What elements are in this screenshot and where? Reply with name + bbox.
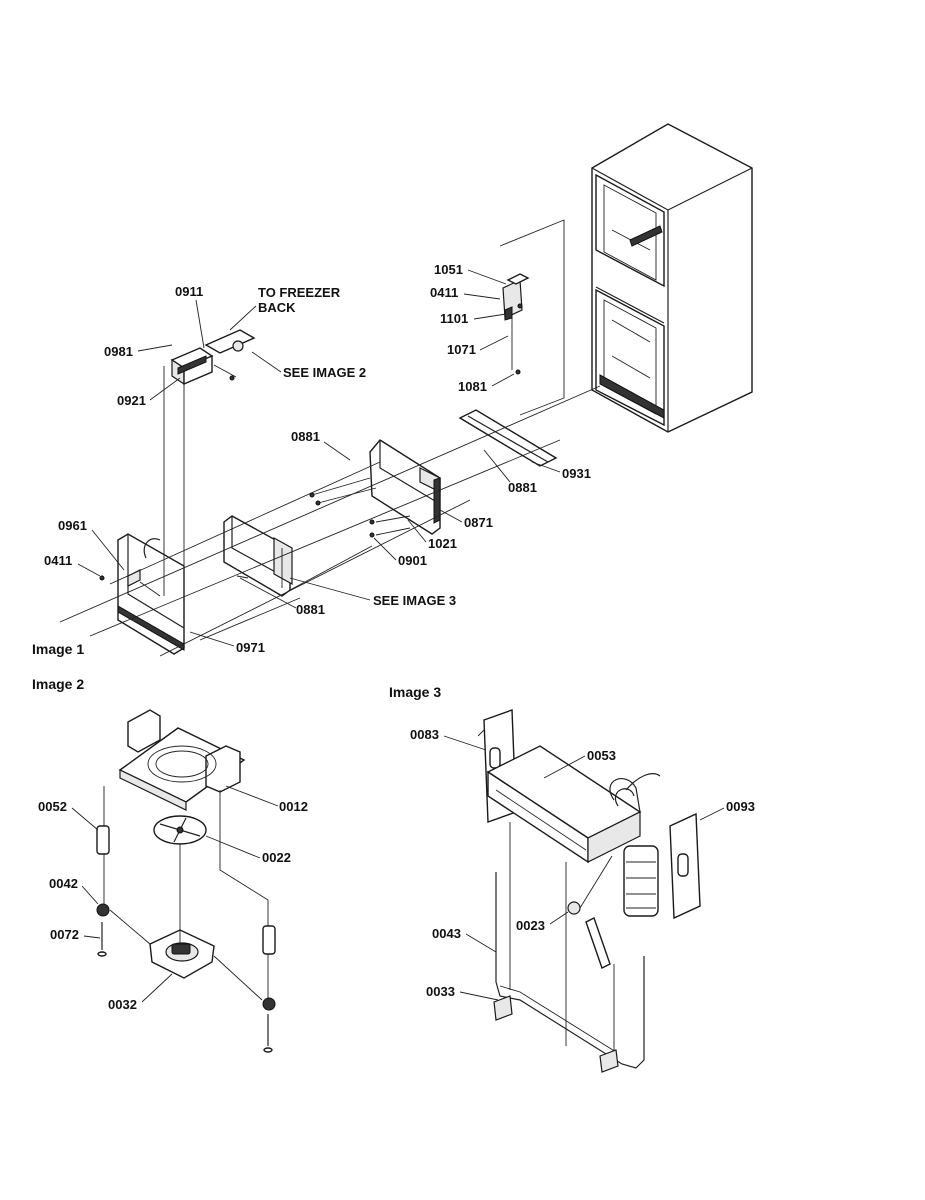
front-panel-0961: [117, 533, 185, 655]
back-panel-outline: [499, 219, 565, 416]
assembly-lines: [59, 364, 601, 657]
note-see-image-2: SEE IMAGE 2: [283, 365, 366, 380]
bracket-1051: [502, 273, 530, 370]
note-to-freezer-line1: TO FREEZER: [258, 285, 341, 300]
label-0931: 0931: [562, 466, 591, 481]
label-0911: 0911: [175, 284, 203, 299]
evaporator-0053: [486, 745, 642, 864]
label-1071: 1071: [447, 342, 476, 357]
label-0033: 0033: [426, 984, 455, 999]
label-0022: 0022: [262, 850, 291, 865]
defrost-sensor-0023: [567, 855, 613, 969]
label-0093: 0093: [726, 799, 755, 814]
label-1101: 1101: [440, 311, 468, 326]
label-0053: 0053: [587, 748, 616, 763]
image2-group: Image 2: [32, 676, 308, 1053]
label-0411-left: 0411: [44, 553, 72, 568]
label-1051: 1051: [434, 262, 463, 277]
grommets-right: [219, 790, 276, 1053]
section-title-image2: Image 2: [32, 676, 84, 692]
section-title-image1: Image 1: [32, 641, 84, 657]
fan-blade-0022: [153, 815, 207, 845]
label-0901: 0901: [398, 553, 427, 568]
evaporator-cover-0881: [369, 439, 441, 535]
label-0981: 0981: [104, 344, 133, 359]
image1-group: 1051 0411 1101 1071 1081 0911 TO FREEZER…: [32, 123, 753, 657]
label-0023: 0023: [516, 918, 545, 933]
label-0881-bottom: 0881: [296, 602, 325, 617]
section-title-image3: Image 3: [389, 684, 441, 700]
fan-motor-0032: [109, 844, 263, 1001]
image2-labels: 0052 0012 0022 0042 0072 0032: [38, 785, 308, 1012]
label-0052: 0052: [38, 799, 67, 814]
label-0012: 0012: [279, 799, 308, 814]
label-0083: 0083: [410, 727, 439, 742]
image1-labels: 1051 0411 1101 1071 1081 0911 TO FREEZER…: [32, 262, 591, 657]
label-0411-top: 0411: [430, 285, 458, 300]
label-0871: 0871: [464, 515, 493, 530]
duct-0931: [458, 409, 558, 467]
refrigerator-cabinet: [591, 123, 753, 433]
grommets-left: [96, 786, 110, 957]
label-0032: 0032: [108, 997, 137, 1012]
end-bracket-0093: [669, 812, 701, 920]
label-0971: 0971: [236, 640, 265, 655]
evaporator-coils: [609, 773, 661, 917]
label-0961: 0961: [58, 518, 87, 533]
label-0921: 0921: [117, 393, 146, 408]
screws-image1: [99, 303, 523, 581]
evaporator-housing: [223, 515, 293, 597]
fan-housing-0921: [170, 329, 256, 386]
label-0881-top: 0881: [291, 429, 320, 444]
fan-shroud-0012: [118, 709, 246, 811]
label-0072: 0072: [50, 927, 79, 942]
defrost-heater-0033: [493, 822, 645, 1073]
note-to-freezer-line2: BACK: [258, 300, 296, 315]
image3-group: Image 3: [389, 684, 755, 1073]
note-see-image-3: SEE IMAGE 3: [373, 593, 456, 608]
image3-labels: 0083 0053 0093 0023 0043 0033: [410, 727, 755, 1001]
label-1021: 1021: [428, 536, 457, 551]
label-0881-right: 0881: [508, 480, 537, 495]
label-1081: 1081: [458, 379, 487, 394]
label-0043: 0043: [432, 926, 461, 941]
label-0042: 0042: [49, 876, 78, 891]
